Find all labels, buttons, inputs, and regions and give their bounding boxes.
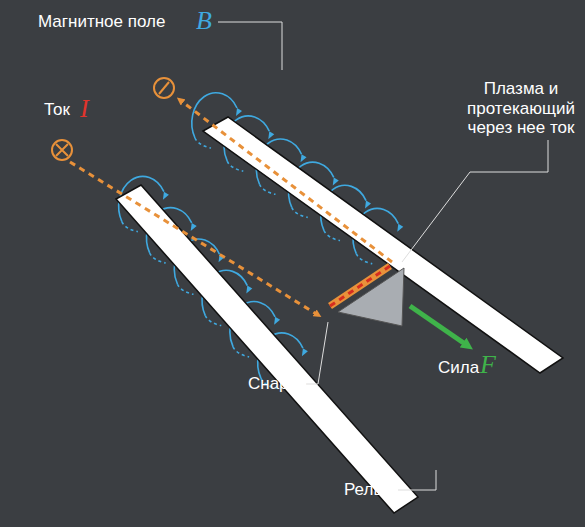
label: Ток xyxy=(44,100,70,120)
current-out-symbol xyxy=(154,78,174,98)
field-arc xyxy=(178,284,194,294)
field-arc xyxy=(163,192,169,200)
magnetic-field-arrows xyxy=(122,108,403,388)
field-arc xyxy=(274,317,280,325)
field-arc xyxy=(365,201,371,209)
plasma-current xyxy=(330,266,390,306)
field-arc xyxy=(301,154,307,162)
symbol-i: I xyxy=(80,94,89,124)
leader-line xyxy=(306,322,328,384)
field-arc xyxy=(122,222,138,232)
current-in-symbol xyxy=(52,140,72,160)
current-in-symbol xyxy=(56,144,68,156)
symbol-f: F xyxy=(480,350,496,380)
field-arc xyxy=(227,161,243,171)
field-arc xyxy=(324,231,340,241)
field-arc xyxy=(236,108,242,116)
label: Рельс xyxy=(344,480,391,500)
field-arc xyxy=(205,316,221,326)
field-arc xyxy=(268,131,274,139)
field-arc xyxy=(397,224,403,232)
field-arc xyxy=(246,286,252,294)
force-arrow xyxy=(410,306,468,346)
label: Снаряд xyxy=(248,374,308,394)
field-arc xyxy=(150,253,166,263)
label: Сила xyxy=(438,358,479,378)
label: Магнитное поле xyxy=(38,12,165,32)
field-arc xyxy=(292,207,308,217)
field-arc xyxy=(195,138,211,148)
current-arrow xyxy=(180,100,392,262)
field-arc xyxy=(260,184,276,194)
current-arrow xyxy=(70,162,318,315)
current-out-symbol xyxy=(159,82,169,94)
plasma xyxy=(330,266,390,306)
field-arc xyxy=(233,347,249,357)
symbol-b: B xyxy=(196,6,212,36)
field-arc xyxy=(333,177,339,185)
leader-line xyxy=(402,140,548,262)
field-arc xyxy=(191,223,197,231)
field-arc xyxy=(356,254,372,264)
right-rail xyxy=(203,117,563,373)
leader-line xyxy=(218,22,282,70)
callout-label: Плазма и протекающий через нее ток xyxy=(462,79,580,138)
leader-line xyxy=(398,470,436,490)
field-arc xyxy=(302,348,308,356)
